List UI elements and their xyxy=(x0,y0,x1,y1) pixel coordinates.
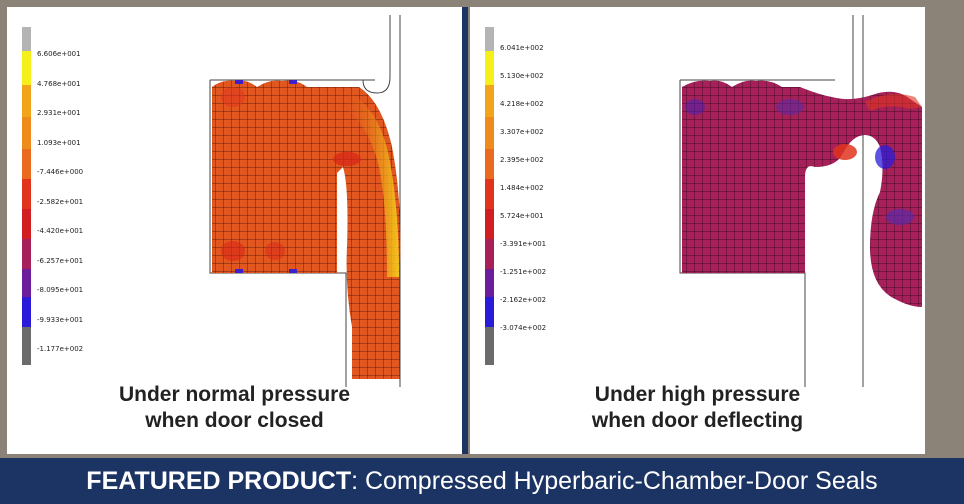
legend-labels-normal: 6.606e+001 4.768e+001 2.931e+001 1.093e+… xyxy=(37,50,83,353)
fea-plot-high: 6.041e+002 5.130e+002 4.218e+002 3.307e+… xyxy=(485,15,922,387)
panel-divider xyxy=(462,7,468,454)
caption-normal: Under normal pressure when door closed xyxy=(7,382,462,434)
banner-text: : Compressed Hyperbaric-Chamber-Door Sea… xyxy=(351,467,878,495)
legend-label: 5.130e+002 xyxy=(500,72,544,80)
legend-label: -1.177e+002 xyxy=(37,345,83,353)
simulation-panel-normal: 6.606e+001 4.768e+001 2.931e+001 1.093e+… xyxy=(7,7,462,454)
legend-label: 2.931e+001 xyxy=(37,109,81,117)
legend-colorbar-normal xyxy=(22,27,31,365)
featured-product-banner: FEATURED PRODUCT: Compressed Hyperbaric-… xyxy=(0,458,964,504)
legend-label: 5.724e+001 xyxy=(500,212,544,220)
legend-label: 1.093e+001 xyxy=(37,139,81,147)
legend-label: -8.095e+001 xyxy=(37,286,83,294)
legend-colorbar-high xyxy=(485,27,494,365)
legend-label: 3.307e+002 xyxy=(500,128,544,136)
caption-line: Under normal pressure xyxy=(118,383,351,406)
fea-plot-normal: 6.606e+001 4.768e+001 2.931e+001 1.093e+… xyxy=(22,15,401,387)
legend-label: 4.768e+001 xyxy=(37,80,81,88)
legend-label: -7.446e+000 xyxy=(37,168,83,176)
legend-label: 4.218e+002 xyxy=(500,100,544,108)
caption-line: when door closed xyxy=(145,409,324,432)
legend-label: 6.606e+001 xyxy=(37,50,81,58)
legend-label: -2.582e+001 xyxy=(37,198,83,206)
caption-line: when door deflecting xyxy=(591,409,804,432)
legend-label: 2.395e+002 xyxy=(500,156,544,164)
legend-label: -6.257e+001 xyxy=(37,257,83,265)
legend-label: -2.162e+002 xyxy=(500,296,546,304)
legend-label: -3.391e+001 xyxy=(500,240,546,248)
legend-label: 6.041e+002 xyxy=(500,44,544,52)
seal-mesh-high xyxy=(682,80,922,307)
legend-label: -3.074e+002 xyxy=(500,324,546,332)
caption-line: Under high pressure xyxy=(594,383,801,406)
legend-label: -4.420e+001 xyxy=(37,227,83,235)
seal-mesh-normal xyxy=(212,80,401,379)
legend-label: 1.484e+002 xyxy=(500,184,544,192)
banner-title: FEATURED PRODUCT xyxy=(86,467,352,495)
legend-label: -9.933e+001 xyxy=(37,316,83,324)
legend-label: -1.251e+002 xyxy=(500,268,546,276)
legend-labels-high: 6.041e+002 5.130e+002 4.218e+002 3.307e+… xyxy=(500,44,546,332)
caption-high: Under high pressure when door deflecting xyxy=(470,382,925,434)
simulation-panel-high: 6.041e+002 5.130e+002 4.218e+002 3.307e+… xyxy=(470,7,925,454)
